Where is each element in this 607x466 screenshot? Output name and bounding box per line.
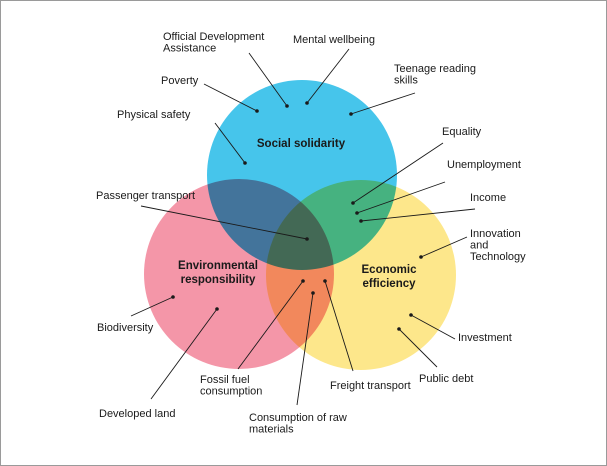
leader-investment: [410, 314, 456, 340]
label-unemployment: Unemployment: [447, 159, 521, 171]
leader-publicdebt: [398, 328, 438, 368]
social-solidarity-title: Social solidarity: [257, 138, 346, 150]
label-developed-line-1: Developed land: [99, 408, 175, 420]
label-unemployment-line-1: Unemployment: [447, 159, 521, 171]
leader-dot-unemployment: [355, 211, 359, 215]
leader-dot-teenage: [349, 112, 353, 116]
label-rawmaterials-line-2: materials: [249, 424, 294, 436]
economic-efficiency-title: Economic efficiency: [362, 264, 418, 290]
leader-oda: [248, 52, 288, 107]
environmental-responsibility-title: Environmental responsibility: [178, 260, 258, 286]
economic-efficiency-title-line-1: Economic: [362, 264, 418, 276]
label-biodiversity: Biodiversity: [97, 322, 154, 334]
leader-dot-equality: [351, 201, 355, 205]
label-fossil-line-1: Fossil fuel: [200, 374, 250, 386]
label-oda-line-1: Official Development: [163, 31, 264, 43]
leader-dot-investment: [409, 313, 413, 317]
label-poverty-line-1: Poverty: [161, 75, 199, 87]
label-fossil-line-2: consumption: [200, 386, 262, 398]
label-publicdebt: Public debt: [419, 373, 473, 385]
leader-dot-oda: [285, 104, 289, 108]
leader-biodiversity: [130, 296, 174, 317]
leader-dot-poverty: [255, 109, 259, 113]
environmental-responsibility-title-line-2: responsibility: [181, 274, 256, 286]
leader-safety: [214, 122, 246, 164]
label-mental-line-1: Mental wellbeing: [293, 34, 375, 46]
economic-efficiency-title-line-2: efficiency: [362, 278, 416, 290]
leader-equality: [352, 142, 444, 204]
leader-dot-freight: [323, 279, 327, 283]
leader-developed: [150, 308, 218, 400]
leader-innovation: [420, 236, 468, 258]
leader-rawmaterials: [296, 292, 314, 406]
leader-dot-innovation: [419, 255, 423, 259]
leader-dot-developed: [215, 307, 219, 311]
label-equality-line-1: Equality: [442, 126, 482, 138]
label-safety-line-1: Physical safety: [117, 109, 191, 121]
leader-teenage: [350, 92, 416, 115]
leader-poverty: [203, 83, 258, 112]
label-innovation-line-3: Technology: [470, 251, 526, 263]
leader-lines: [130, 48, 476, 406]
leader-dot-fossil: [301, 279, 305, 283]
label-innovation-line-1: Innovation: [470, 228, 521, 240]
label-freight-line-1: Freight transport: [330, 380, 411, 392]
label-mental: Mental wellbeing: [293, 34, 375, 46]
leader-dot-safety: [243, 161, 247, 165]
leader-mental: [306, 48, 350, 104]
venn-circles: [144, 80, 456, 370]
label-teenage-line-1: Teenage reading: [394, 63, 476, 75]
label-poverty: Poverty: [161, 75, 199, 87]
label-freight: Freight transport: [330, 380, 411, 392]
leader-fossil: [237, 280, 304, 370]
leader-freight: [324, 280, 354, 372]
label-publicdebt-line-1: Public debt: [419, 373, 473, 385]
label-investment: Investment: [458, 332, 512, 344]
label-equality: Equality: [442, 126, 482, 138]
leader-dot-income: [359, 219, 363, 223]
label-rawmaterials-line-1: Consumption of raw: [249, 412, 347, 424]
leader-unemployment: [356, 181, 446, 214]
label-investment-line-1: Investment: [458, 332, 512, 344]
label-biodiversity-line-1: Biodiversity: [97, 322, 154, 334]
label-developed: Developed land: [99, 408, 175, 420]
leader-dot-rawmaterials: [311, 291, 315, 295]
leader-dot-publicdebt: [397, 327, 401, 331]
label-passenger-line-1: Passenger transport: [96, 190, 195, 202]
leader-passenger: [140, 205, 308, 240]
leader-income: [360, 208, 476, 222]
leader-dot-passenger: [305, 237, 309, 241]
label-innovation-line-2: and: [470, 240, 488, 252]
label-income-line-1: Income: [470, 192, 506, 204]
social-solidarity-title-line-1: Social solidarity: [257, 138, 346, 150]
environmental-responsibility-title-line-1: Environmental: [178, 260, 258, 272]
label-passenger: Passenger transport: [96, 190, 195, 202]
circle-economic-efficiency: [266, 180, 456, 370]
leader-dot-mental: [305, 101, 309, 105]
label-safety: Physical safety: [117, 109, 191, 121]
label-income: Income: [470, 192, 506, 204]
leader-dot-biodiversity: [171, 295, 175, 299]
label-oda-line-2: Assistance: [163, 43, 216, 55]
label-teenage-line-2: skills: [394, 75, 418, 87]
